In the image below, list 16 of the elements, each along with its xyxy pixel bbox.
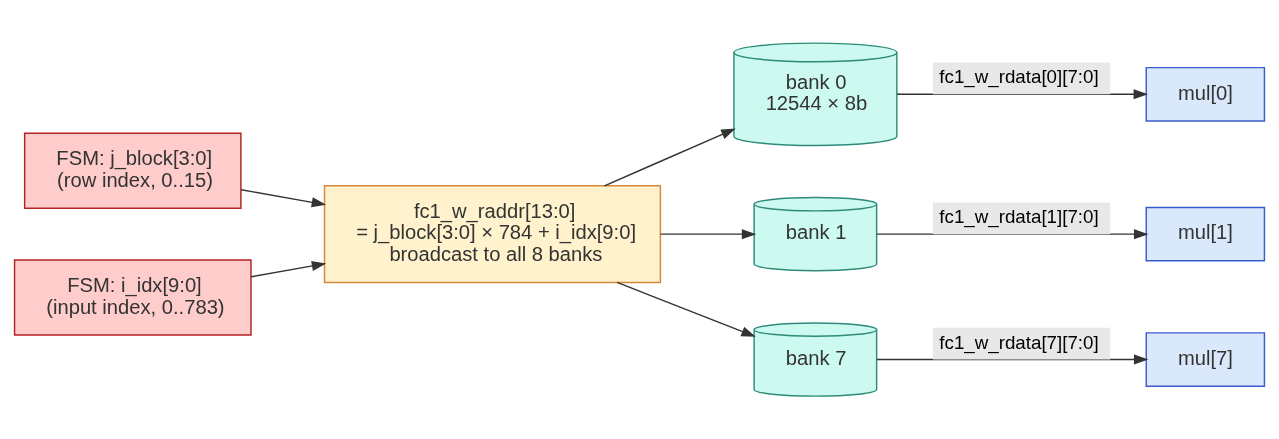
arrow	[896, 89, 1148, 100]
arrow	[250, 261, 327, 278]
node-box: fc1_w_raddr[13:0] = j_block[3:0] × 784 + i_idx[9:0] broadcast to all 8 banks	[323, 185, 662, 284]
node-box: FSM: j_block[3:0] (row index, 0..15)	[23, 132, 242, 209]
arrow	[603, 128, 736, 187]
arrow	[240, 189, 327, 208]
arrow	[876, 229, 1149, 240]
arrow	[659, 229, 757, 240]
node-box: mul[1]	[1145, 206, 1266, 262]
node-box: mul[0]	[1145, 66, 1266, 122]
node-box: mul[7]	[1145, 332, 1266, 387]
node-box: FSM: i_idx[9:0] (input index, 0..783)	[13, 259, 252, 336]
arrow	[616, 281, 756, 337]
edge-label: fc1_w_rdata[7][7:0]	[939, 331, 1099, 353]
edge-label: fc1_w_rdata[1][7:0]	[939, 206, 1099, 228]
edge-label: fc1_w_rdata[0][7:0]	[939, 66, 1099, 88]
